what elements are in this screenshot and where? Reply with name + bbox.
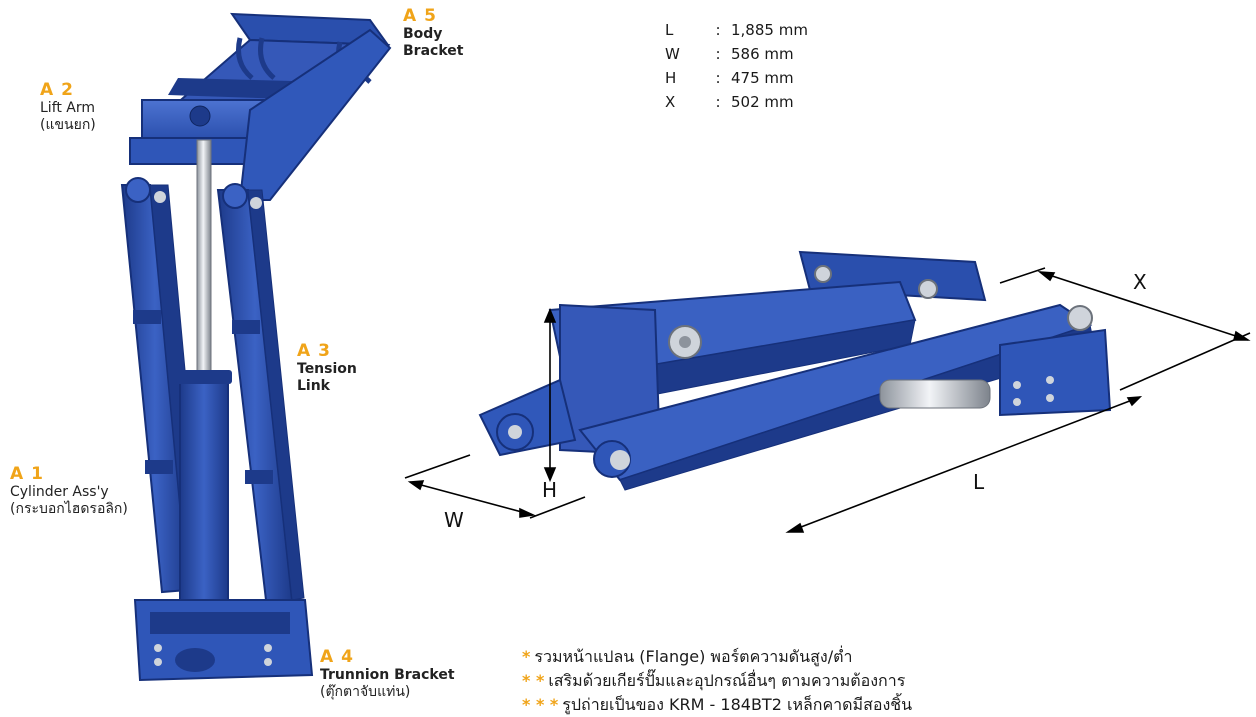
dim-label-l: L [973,470,985,494]
spec-key: H [665,69,677,87]
spec-separator: : [715,21,721,39]
spec-separator: : [715,45,721,63]
part-name-thai: (แขนยก) [40,117,96,133]
dim-label-h: H [542,478,558,502]
footnote-text: รูปถ่ายเป็นของ KRM - 184BT2 เหล็กคาดมีสอ… [562,695,913,714]
footnote-text: รวมหน้าแปลน (Flange) พอร์ตความดันสูง/ต่ำ [534,647,853,666]
part-code: A 3 [297,341,331,361]
part-code: A 1 [10,464,44,484]
footnote-text: เสริมด้วยเกียร์ปั๊มและอุปกรณ์อื่นๆ ตามคว… [548,671,906,690]
spec-key: W [665,45,680,63]
spec-value: 502 mm [731,93,794,111]
part-name-line: Tension [297,361,357,377]
spec-key: L [665,21,674,39]
spec-value: 1,885 mm [731,21,808,39]
footnote-2: * *เสริมด้วยเกียร์ปั๊มและอุปกรณ์อื่นๆ ตา… [522,669,912,693]
footnote-3: * * *รูปถ่ายเป็นของ KRM - 184BT2 เหล็กคา… [522,693,912,717]
part-name-line: Body [403,26,443,42]
spec-row-w: W : 586 mm [665,42,808,66]
spec-value: 475 mm [731,69,794,87]
folded-hoist [478,250,1112,491]
spec-row-l: L : 1,885 mm [665,18,808,42]
spec-separator: : [715,93,721,111]
part-name-line: Bracket [403,43,464,59]
spec-row-h: H : 475 mm [665,66,808,90]
spec-separator: : [715,69,721,87]
part-name-line: Lift Arm [40,100,96,116]
upright-hoist [120,12,392,682]
spec-key: X [665,93,676,111]
part-name-line: Cylinder Ass'y [10,484,109,500]
part-code: A 5 [403,6,437,26]
part-name-line: Link [297,378,330,394]
spec-row-x: X : 502 mm [665,90,808,114]
dim-line-l [787,396,1141,533]
dim-line-x [1039,271,1249,341]
dim-line-w [409,481,534,516]
part-name-line: Trunnion Bracket [320,667,455,683]
spec-table: L : 1,885 mm W : 586 mm H : 475 mm X : 5… [665,18,808,114]
part-code: A 2 [40,80,74,100]
part-name-thai: (ตุ๊กตาจับแท่น) [320,684,411,700]
part-label-a5: A 5 Body Bracket [403,6,463,60]
part-name-thai: (กระบอกไฮดรอลิก) [10,501,128,517]
footnote-1: *รวมหน้าแปลน (Flange) พอร์ตความดันสูง/ต่… [522,645,912,669]
part-label-a4: A 4 Trunnion Bracket (ตุ๊กตาจับแท่น) [320,647,455,701]
part-code: A 4 [320,647,354,667]
spec-value: 586 mm [731,45,794,63]
dimension-lines [404,267,1251,533]
part-label-a1: A 1 Cylinder Ass'y (กระบอกไฮดรอลิก) [10,464,128,518]
footnote-stars: * * [522,671,545,690]
footnotes: *รวมหน้าแปลน (Flange) พอร์ตความดันสูง/ต่… [522,645,912,717]
dim-label-x: X [1133,270,1147,294]
part-label-a3: A 3 Tension Link [297,341,357,395]
footnote-stars: * [522,647,531,666]
dim-label-w: W [444,508,464,532]
part-label-a2: A 2 Lift Arm (แขนยก) [40,80,96,134]
footnote-stars: * * * [522,695,559,714]
